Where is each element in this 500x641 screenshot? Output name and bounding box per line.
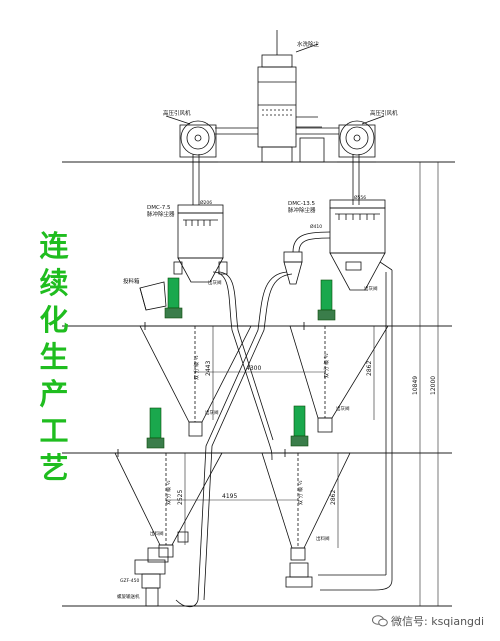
dim-h4: 2862 (330, 490, 337, 505)
cyclone-small: Ø410 (283, 223, 331, 285)
title-char-6: 工 (39, 414, 69, 448)
scrubber-tower: 水洗除尘 (257, 30, 325, 163)
valve-label-1: 出灰阀 (208, 279, 222, 286)
bottom-unit-label: GZF-450 (120, 578, 140, 584)
motor-3 (149, 407, 162, 439)
title-char-3: 化 (39, 303, 69, 337)
motor-1 (167, 277, 180, 309)
feeder-box: 投料箱 (123, 277, 167, 311)
valve-labels: 出灰阀 出灰阀 出灰阀 出灰阀 出料阀 出料阀 (150, 279, 378, 542)
wechat-icon (372, 615, 388, 627)
mixer-text-3: 双 分 级 ½ (165, 480, 172, 505)
mixer-upper-left: 双 分 级 ½ (139, 325, 252, 437)
scrubber-label: 水洗除尘 (297, 40, 320, 48)
dim-w1: 4300 (246, 365, 261, 372)
collector-right-name: 脉冲除尘器 (288, 206, 316, 214)
vertical-title: 连 续 化 生 产 工 艺 (36, 228, 72, 487)
dim-w2: 4195 (222, 493, 237, 500)
bottom-equipment: GZF-450 螺旋输送机 (117, 531, 313, 607)
dim-h3: 2862 (366, 361, 373, 376)
valve-label-2: 出灰阀 (364, 285, 378, 292)
collector-left-model: DMC-7.5 (147, 205, 171, 211)
dim-h2: 2525 (177, 490, 184, 505)
mixer-text-4: 双 分 级 ½ (297, 480, 304, 505)
valve-label-4: 出灰阀 (336, 405, 350, 412)
valve-label-3: 出灰阀 (205, 409, 219, 416)
collector-left-name: 脉冲除尘器 (147, 210, 175, 218)
fan-left-label: 高压引风机 (163, 109, 191, 117)
collector-right-dia: Ø556 (354, 194, 366, 201)
mixer-lower-left: 双 分 级 ½ (114, 452, 223, 558)
dim-h1: 2443 (205, 361, 212, 376)
dim-total1: 10849 (412, 376, 419, 395)
title-char-4: 生 (39, 340, 69, 374)
motor-4 (293, 405, 306, 437)
valve-label-6: 出料阀 (316, 535, 330, 542)
valve-label-5: 出料阀 (150, 530, 164, 537)
mixer-text-2: 双 分 级 ½ (323, 353, 330, 378)
collector-left: Ø206 DMC-7.5 脉冲除尘器 (147, 199, 228, 283)
mixer-lower-right: 双 分 级 ½ (261, 452, 351, 561)
feeder-label: 投料箱 (123, 277, 140, 285)
floor-lines (62, 161, 455, 607)
dim-total2: 12000 (430, 376, 437, 395)
transfer-pipes (175, 261, 393, 608)
title-char-1: 连 (39, 229, 69, 263)
fan-left: 高压引风机 (163, 109, 258, 163)
collector-left-dia: Ø206 (200, 199, 212, 206)
title-char-7: 艺 (39, 451, 69, 485)
title-char-5: 产 (39, 377, 69, 411)
dimension-lines (166, 161, 442, 607)
collector-right: Ø556 DMC-13.5 脉冲除尘器 (288, 194, 386, 291)
motor-2 (320, 279, 333, 311)
fan-right-label: 高压引风机 (370, 109, 398, 117)
cyclone-dia: Ø410 (310, 223, 322, 230)
dimension-labels: 2443 2525 2862 2862 4300 4195 10849 1200… (177, 361, 437, 505)
fan-ducts (192, 154, 360, 205)
title-char-2: 续 (39, 266, 69, 300)
mixer-text-1: 双 分 级 ½ (193, 355, 200, 380)
fan-right: 高压引风机 (296, 109, 398, 163)
bottom-unit-label2: 螺旋输送机 (117, 593, 140, 600)
collector-right-model: DMC-13.5 (288, 201, 316, 207)
watermark: 微信号: ksqiangdi (372, 612, 498, 630)
motors (146, 277, 336, 449)
watermark-text: 微信号: ksqiangdi (391, 615, 485, 628)
